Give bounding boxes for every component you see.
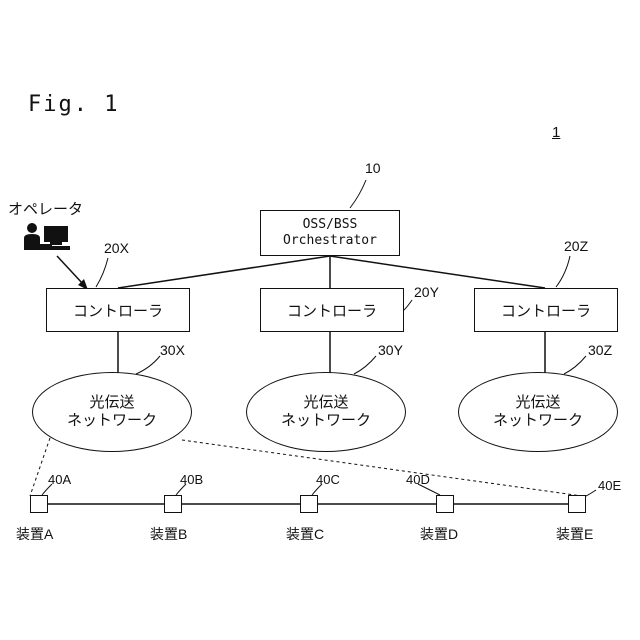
device-b-name: 装置B [150,524,187,544]
controller-y-label: コントローラ [287,300,377,321]
controller-x-ref: 20X [104,240,129,256]
network-y-line2: ネットワーク [281,412,371,430]
controller-z-box: コントローラ [474,288,618,332]
device-c-ref: 40C [316,472,340,487]
orchestrator-box: OSS/BSS Orchestrator [260,210,400,256]
network-y-ellipse: 光伝送 ネットワーク [246,372,406,452]
device-b-box [164,495,182,513]
device-a-ref: 40A [48,472,71,487]
network-y-line1: 光伝送 [303,394,348,412]
network-z-line1: 光伝送 [515,394,560,412]
network-z-ellipse: 光伝送 ネットワーク [458,372,618,452]
device-d-name: 装置D [420,524,458,544]
network-x-line2: ネットワーク [67,412,157,430]
orchestrator-ref: 10 [365,160,381,176]
network-x-line1: 光伝送 [89,394,134,412]
network-z-ref: 30Z [588,342,612,358]
device-e-ref: 40E [598,478,621,493]
device-d-ref: 40D [406,472,430,487]
device-c-name: 装置C [286,524,324,544]
controller-z-label: コントローラ [501,300,591,321]
device-e-name: 装置E [556,524,593,544]
orchestrator-line2: Orchestrator [283,233,377,249]
network-x-ref: 30X [160,342,185,358]
controller-x-label: コントローラ [73,300,163,321]
controller-y-ref: 20Y [414,284,439,300]
device-b-ref: 40B [180,472,203,487]
device-c-box [300,495,318,513]
device-a-box [30,495,48,513]
orchestrator-line1: OSS/BSS [303,217,358,233]
network-y-ref: 30Y [378,342,403,358]
device-a-name: 装置A [16,524,53,544]
device-d-box [436,495,454,513]
controller-y-box: コントローラ [260,288,404,332]
network-z-line2: ネットワーク [493,412,583,430]
controller-z-ref: 20Z [564,238,588,254]
controller-x-box: コントローラ [46,288,190,332]
device-e-box [568,495,586,513]
network-x-ellipse: 光伝送 ネットワーク [32,372,192,452]
